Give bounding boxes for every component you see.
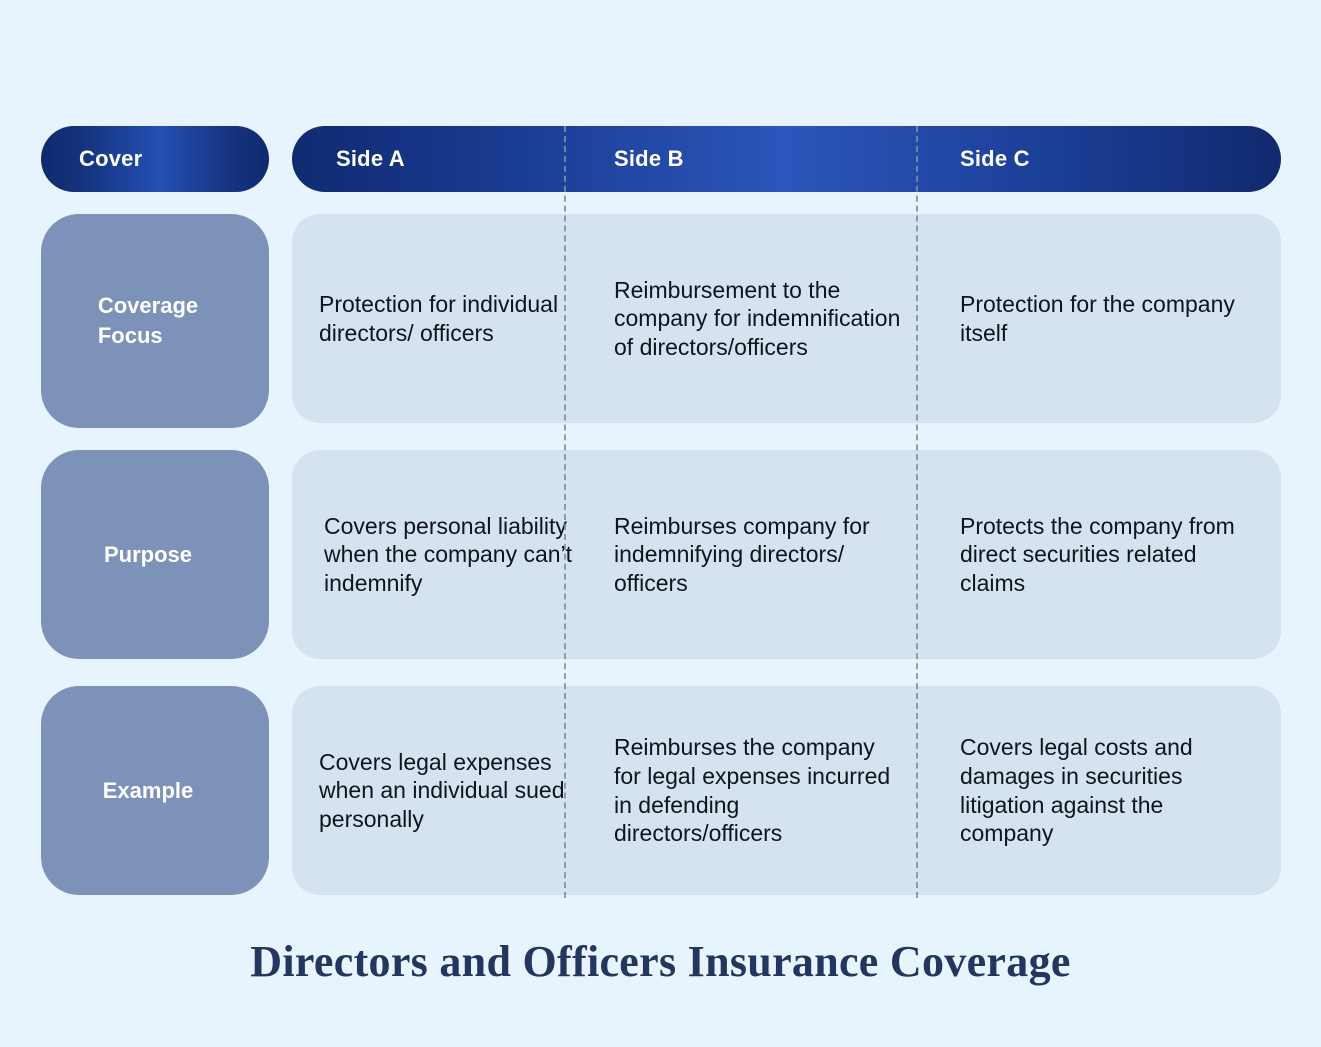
header-column-side-b: Side B	[614, 146, 684, 171]
cell-coverage-focus-side-b: Reimbursement to the company for indemni…	[614, 276, 901, 360]
row-label-text: Purpose	[103, 541, 193, 567]
cell-example-side-a: Covers legal expenses when an individual…	[319, 748, 565, 832]
row-panel-purpose: Covers personal liability when the compa…	[292, 450, 1281, 659]
header-columns-bar: Side A Side B Side C	[292, 126, 1281, 192]
row-label-purpose: Purpose	[41, 450, 269, 659]
row-label-text: Example	[102, 777, 194, 803]
header-cover-pill: Cover	[41, 126, 269, 192]
header-column-side-c: Side C	[960, 146, 1030, 171]
cell-purpose-side-a: Covers personal liability when the compa…	[324, 512, 573, 596]
cell-coverage-focus-side-a: Protection for individual directors/ off…	[319, 290, 559, 346]
column-divider-b-c	[916, 126, 918, 898]
column-divider-a-b	[564, 126, 566, 898]
cell-purpose-side-c: Protects the company from direct securit…	[960, 512, 1235, 596]
header-cover-label: Cover	[79, 146, 143, 171]
cell-coverage-focus-side-c: Protection for the company itself	[960, 290, 1235, 346]
header-column-side-a: Side A	[336, 146, 405, 171]
figure-caption: Directors and Officers Insurance Coverag…	[250, 937, 1071, 986]
row-label-example: Example	[41, 686, 269, 895]
row-panel-example: Covers legal expenses when an individual…	[292, 686, 1281, 895]
cell-purpose-side-b: Reimburses company for indemnifying dire…	[614, 512, 870, 596]
cell-example-side-b: Reimburses the company for legal expense…	[614, 734, 891, 847]
row-panel-coverage-focus: Protection for individual directors/ off…	[292, 214, 1281, 423]
cell-example-side-c: Covers legal costs and damages in securi…	[960, 734, 1193, 847]
